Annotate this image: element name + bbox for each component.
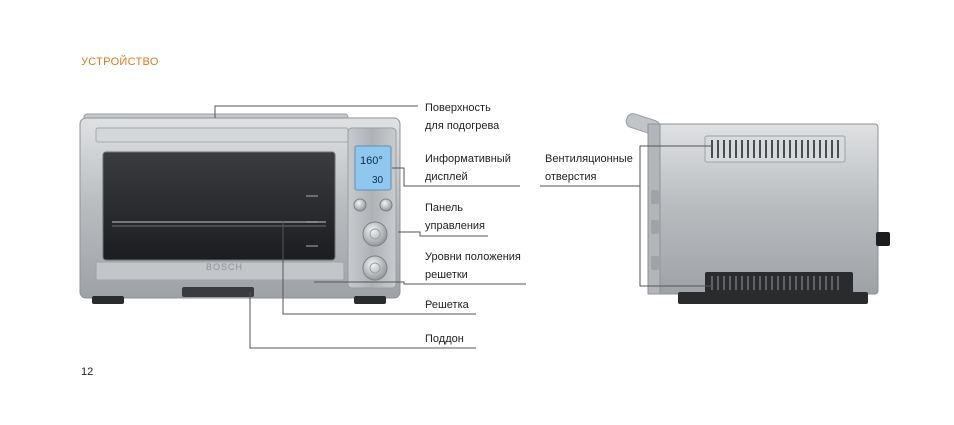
- rear-knob: [876, 232, 890, 246]
- leader-vents-c: [639, 186, 712, 287]
- leader-lines: [214, 105, 712, 349]
- callout-line: управления: [425, 220, 485, 232]
- brand-plate: BOSCH: [206, 262, 243, 272]
- callout-line: отверстия: [545, 171, 597, 183]
- callout-line: Поддон: [425, 333, 464, 345]
- door-glass: [102, 151, 336, 261]
- leader-tray: [249, 292, 476, 349]
- tray: [182, 287, 254, 297]
- callout-info-display: Информативный дисплей: [425, 150, 511, 186]
- control-button: [379, 198, 393, 212]
- leader-warming-surface: [214, 105, 418, 118]
- door-handle: [95, 127, 349, 143]
- callout-line: решетки: [425, 269, 468, 281]
- oven-foot: [92, 296, 124, 304]
- leader-vents-b: [639, 145, 712, 186]
- control-knob: [362, 221, 388, 247]
- front-oven: [79, 113, 401, 304]
- callout-vents: Вентиляционные отверстия: [545, 150, 633, 186]
- oven-foot: [354, 296, 386, 304]
- callout-line: Вентиляционные: [545, 153, 633, 165]
- callout-line: Панель: [425, 202, 464, 214]
- control-button: [353, 198, 367, 212]
- callout-line: Поверхность: [425, 102, 491, 114]
- display-temperature: 160°: [360, 155, 383, 167]
- callout-control-panel: Панель управления: [425, 199, 485, 235]
- leader-rack: [282, 222, 476, 315]
- display-time: 30: [372, 175, 384, 186]
- section-title: УСТРОЙСТВО: [81, 56, 159, 68]
- callout-line: Решетка: [425, 299, 469, 311]
- side-oven: [625, 113, 890, 304]
- callout-line: Информативный: [425, 153, 511, 165]
- control-knob: [362, 255, 388, 281]
- page-number: 12: [81, 366, 94, 378]
- info-display: [354, 145, 392, 191]
- leader-info-display: [392, 167, 520, 187]
- callout-rack-levels: Уровни положения решетки: [425, 248, 521, 284]
- vent-openings: [704, 135, 846, 163]
- leader-rack-levels: [314, 281, 526, 285]
- callout-warming-surface: Поверхность для подогрева: [425, 99, 499, 135]
- callout-line: Уровни положения: [425, 251, 521, 263]
- callout-line: для подогрева: [425, 120, 500, 132]
- callout-line: дисплей: [425, 171, 468, 183]
- leader-control-panel: [398, 231, 488, 237]
- callout-tray: Поддон: [425, 330, 464, 348]
- callout-rack: Решетка: [425, 296, 469, 314]
